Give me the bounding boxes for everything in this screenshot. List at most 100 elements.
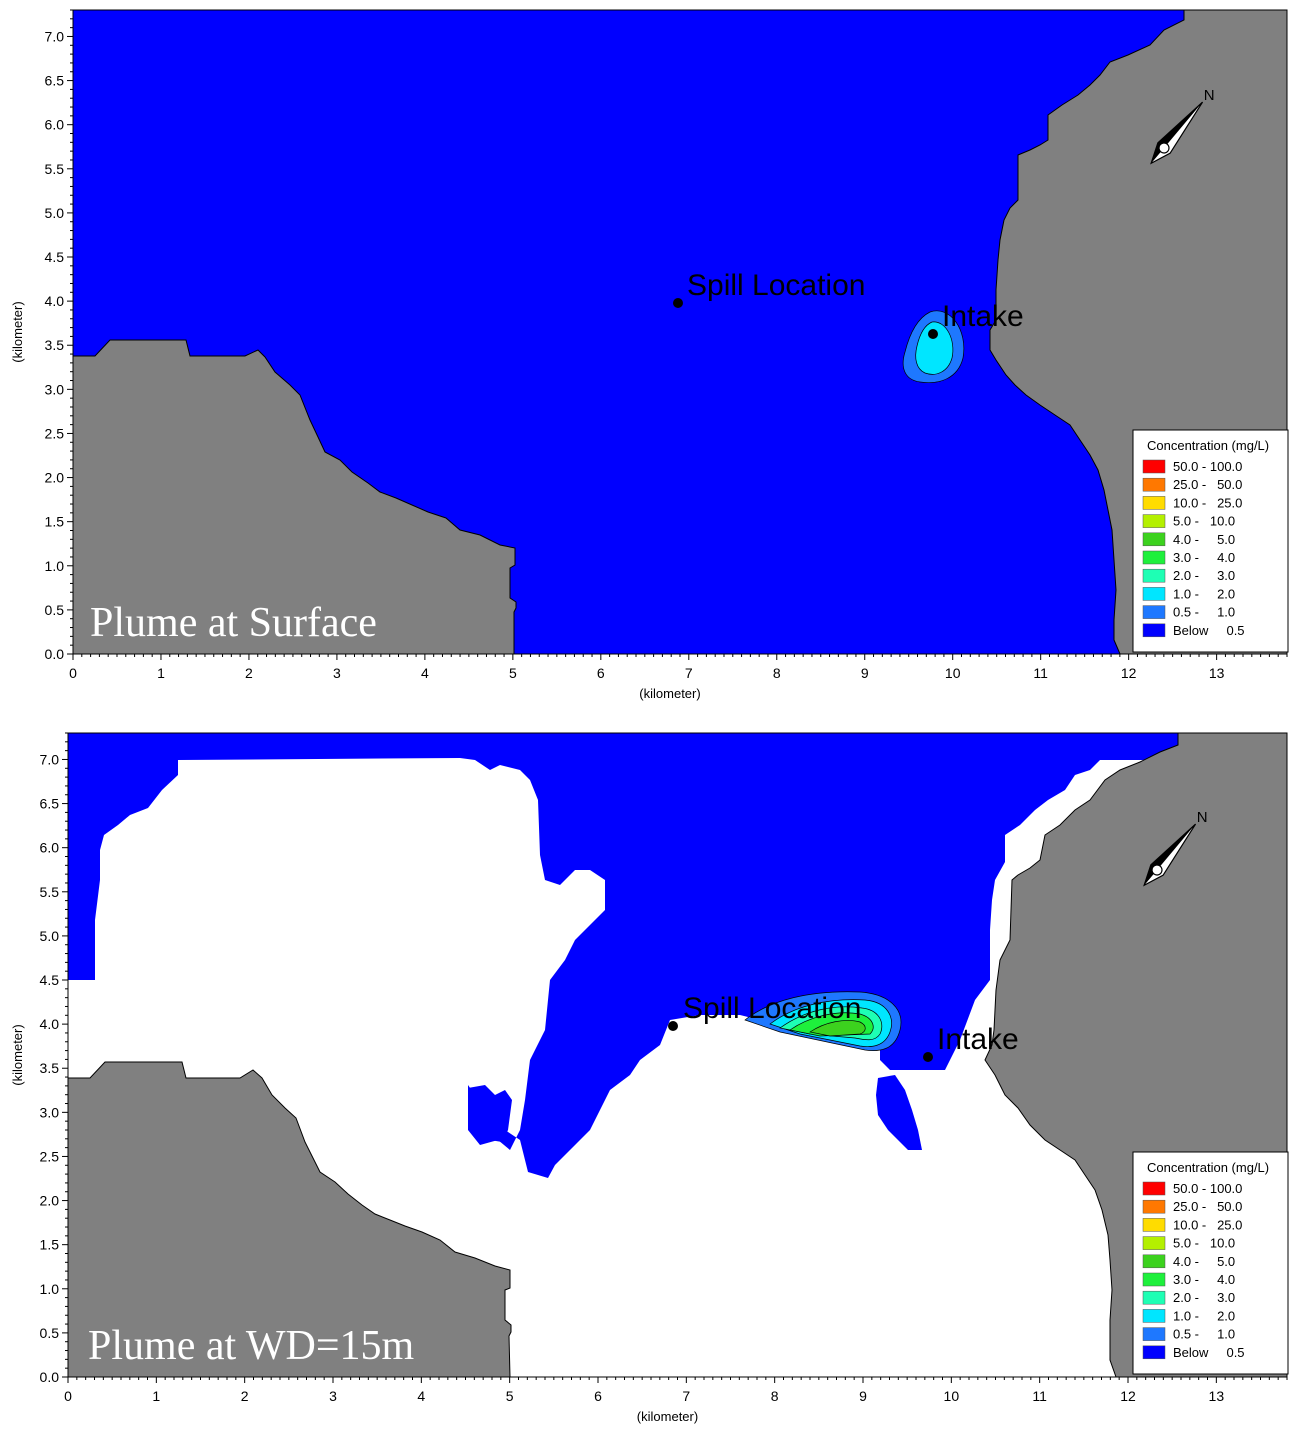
water-area [68,733,1287,1178]
legend-entry-label: 0.5 - 1.0 [1173,1327,1235,1342]
legend-entry-label: 1.0 - 2.0 [1173,586,1235,601]
legend-swatch [1142,1254,1166,1269]
north-arrow: N [1143,809,1208,887]
legend-swatch [1142,1309,1166,1323]
x-tick-label: 2 [241,1388,249,1404]
water-patch [876,1075,922,1150]
legend-title: Concentration (mg/L) [1147,1160,1269,1175]
legend-entry-label: 5.0 - 10.0 [1173,1236,1235,1251]
legend-entry-label: 4.0 - 5.0 [1173,532,1235,547]
y-tick-label: 1.5 [45,514,65,530]
x-tick-label: 4 [421,665,429,681]
legend-swatch [1142,459,1166,474]
spill-point [673,298,683,308]
x-tick-label: 0 [69,665,77,681]
x-tick-label: 6 [597,665,605,681]
y-tick-label: 5.5 [40,884,60,900]
y-tick-label: 3.5 [45,337,65,353]
legend-swatch [1142,1290,1166,1305]
spill-point [668,1021,678,1031]
y-axis-label: (kilometer) [10,301,25,362]
legend-entry-label: 25.0 - 50.0 [1173,1199,1242,1214]
land-southwest [73,339,517,654]
x-tick-label: 10 [944,1388,960,1404]
legend-swatch [1142,1236,1166,1250]
legend-entry-label: 2.0 - 3.0 [1173,1290,1235,1305]
x-tick-label: 0 [64,1388,72,1404]
x-axis-label: (kilometer) [637,1409,698,1424]
legend-swatch [1142,605,1166,619]
legend-swatch [1142,1181,1166,1196]
y-tick-label: 5.0 [45,205,65,221]
spill-label: Spill Location [683,992,861,1025]
spill-marker: Spill Location [668,992,861,1031]
x-tick-label: 9 [859,1388,867,1404]
x-tick-label: 13 [1209,665,1225,681]
legend-swatch [1142,1327,1166,1341]
y-tick-label: 1.0 [45,558,65,574]
x-tick-label: 10 [945,665,961,681]
legend-swatch [1142,477,1166,492]
x-tick-label: 4 [417,1388,425,1404]
y-tick-label: 6.5 [45,73,65,89]
intake-label: Intake [942,300,1024,333]
spill-marker: Spill Location [673,269,865,308]
y-tick-label: 0.5 [40,1325,60,1341]
y-tick-label: 6.0 [40,840,60,856]
intake-marker: Intake [928,300,1024,339]
intake-label: Intake [937,1023,1019,1056]
legend-entry-label: 25.0 - 50.0 [1173,477,1242,492]
y-tick-label: 4.5 [40,972,60,988]
y-tick-label: 3.5 [40,1060,60,1076]
x-tick-label: 12 [1121,665,1137,681]
y-tick-label: 5.0 [40,928,60,944]
x-tick-label: 11 [1033,665,1048,681]
legend-entry-label: 50.0 - 100.0 [1173,1181,1242,1196]
y-tick-label: 2.0 [45,470,65,486]
x-tick-label: 1 [152,1388,160,1404]
legend-entry-label: 3.0 - 4.0 [1173,550,1235,565]
legend-swatch [1142,514,1166,528]
y-tick-label: 3.0 [45,381,65,397]
x-tick-label: 7 [682,1388,690,1404]
y-tick-label: 6.0 [45,117,65,133]
y-axis-label: (kilometer) [10,1024,25,1085]
y-tick-label: 0.0 [45,646,65,662]
y-tick-label: 7.0 [40,751,60,767]
y-tick-label: 5.5 [45,161,65,177]
x-tick-label: 12 [1120,1388,1136,1404]
x-tick-label: 9 [861,665,869,681]
legend-entry-label: 3.0 - 4.0 [1173,1272,1235,1287]
north-label: N [1197,809,1208,826]
legend-entry-label: 50.0 - 100.0 [1173,459,1242,474]
x-tick-label: 1 [157,665,165,681]
legend-swatch [1142,1218,1166,1232]
legend-entry-label: 10.0 - 25.0 [1173,1217,1242,1232]
x-tick-label: 5 [509,665,517,681]
legend-swatch [1142,623,1166,638]
y-tick-label: 6.5 [40,796,60,812]
legend: Concentration (mg/L) 50.0 - 100.0 25.0 - 5… [1132,1151,1289,1375]
legend-entry-label: 5.0 - 10.0 [1173,514,1235,529]
y-tick-label: 1.0 [40,1281,60,1297]
north-label: N [1204,87,1215,104]
x-tick-label: 5 [506,1388,514,1404]
legend-entry-label: 1.0 - 2.0 [1173,1308,1235,1323]
y-tick-label: 7.0 [45,28,65,44]
y-tick-label: 4.5 [45,249,65,265]
legend-entry-label: 4.0 - 5.0 [1173,1254,1235,1269]
intake-point [928,329,938,339]
y-tick-label: 4.0 [40,1016,60,1032]
legend-swatch [1142,532,1166,547]
water-patch [468,1085,512,1142]
y-tick-label: 3.0 [40,1104,60,1120]
legend-swatch [1142,550,1166,565]
x-tick-label: 3 [329,1388,337,1404]
legend-swatch [1142,1272,1166,1287]
x-tick-label: 6 [594,1388,602,1404]
y-tick-label: 2.0 [40,1193,60,1209]
north-arrow: N [1150,87,1215,165]
